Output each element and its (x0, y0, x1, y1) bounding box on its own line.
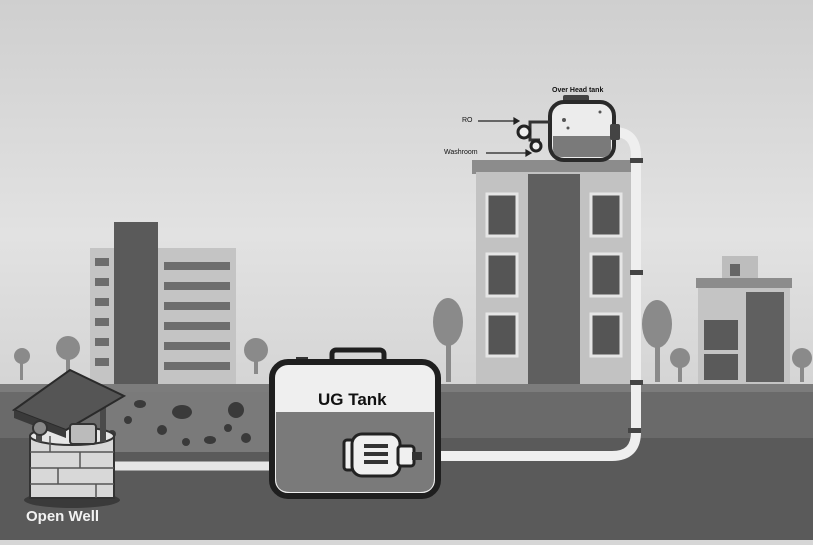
washroom-label: Washroom (444, 149, 478, 156)
overhead-tank-label: Over Head tank (552, 87, 603, 94)
main-building (472, 160, 638, 388)
open-well-label: Open Well (26, 508, 99, 525)
ro-label: RO (462, 117, 473, 124)
overhead-tank (550, 95, 620, 160)
ug-tank-label: UG Tank (318, 390, 387, 410)
